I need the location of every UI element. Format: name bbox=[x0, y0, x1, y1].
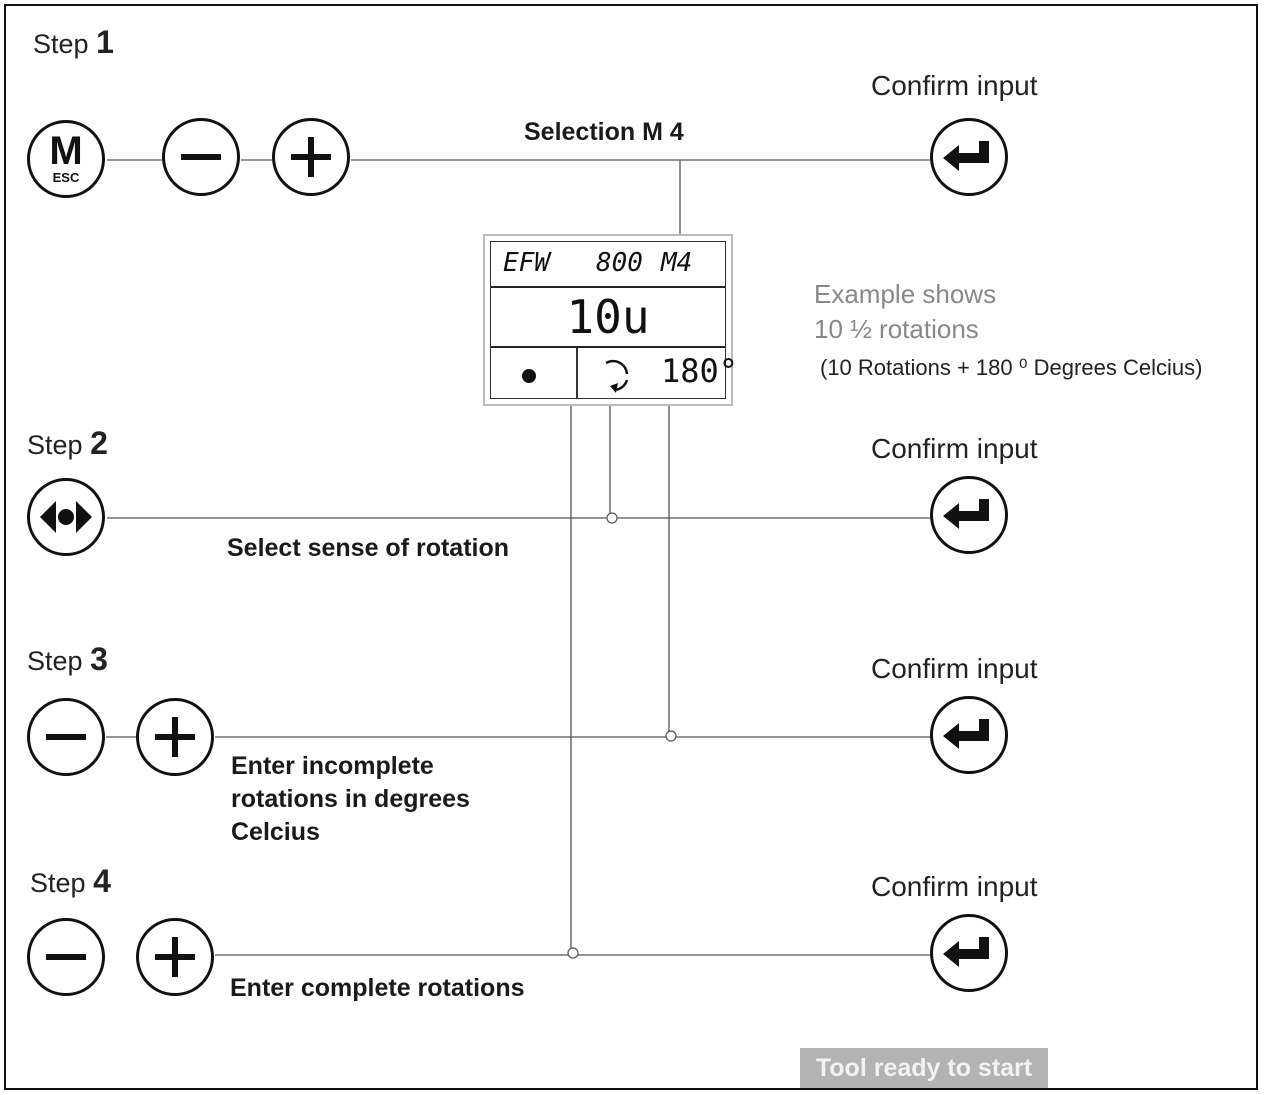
confirm-label-step4: Confirm input bbox=[871, 871, 1038, 902]
step-2-label: Step 2 bbox=[27, 425, 108, 461]
caption-step2: Select sense of rotation bbox=[227, 534, 510, 562]
lcd-display: EFW 800 M4 10u 180° bbox=[483, 234, 738, 406]
enter-arrow-icon bbox=[943, 141, 989, 171]
confirm-label-step3: Confirm input bbox=[871, 653, 1038, 684]
minus-button-step3[interactable] bbox=[27, 698, 105, 776]
lcd-main-value: 10u bbox=[491, 288, 725, 348]
step-1-label: Step 1 bbox=[33, 24, 114, 60]
plus-button-step3[interactable] bbox=[136, 698, 214, 776]
caption-step1: Selection M 4 bbox=[524, 118, 684, 146]
minus-button-step1[interactable] bbox=[162, 118, 240, 196]
direction-toggle-icon bbox=[40, 501, 92, 533]
lcd-separator bbox=[576, 348, 578, 398]
enter-button-step2[interactable] bbox=[930, 476, 1008, 554]
minus-icon bbox=[46, 734, 86, 740]
tool-ready-badge: Tool ready to start bbox=[800, 1048, 1048, 1088]
confirm-label-step1: Confirm input bbox=[871, 70, 1038, 101]
enter-arrow-icon bbox=[943, 719, 989, 749]
dot-indicator-icon bbox=[522, 369, 536, 383]
direction-toggle-button[interactable] bbox=[27, 478, 105, 556]
minus-icon bbox=[46, 954, 86, 960]
plus-icon bbox=[155, 717, 195, 757]
example-note: (10 Rotations + 180 ⁰ Degrees Celcius) bbox=[820, 355, 1203, 380]
lcd-header-row: EFW 800 M4 bbox=[491, 242, 725, 288]
example-line-2: 10 ½ rotations bbox=[814, 314, 979, 344]
menu-esc-button[interactable]: M ESC bbox=[27, 120, 105, 198]
lcd-torque-text: 800 bbox=[596, 248, 643, 278]
enter-arrow-icon bbox=[943, 937, 989, 967]
step-4-label: Step 4 bbox=[30, 863, 111, 899]
lcd-mode-text: EFW bbox=[503, 248, 550, 278]
lcd-status-row: 180° bbox=[491, 348, 738, 398]
lcd-degrees-text: 180° bbox=[661, 352, 739, 390]
step-3-label: Step 3 bbox=[27, 641, 108, 677]
diagram-frame bbox=[4, 4, 1258, 1090]
enter-button-step1[interactable] bbox=[930, 118, 1008, 196]
confirm-label-step2: Confirm input bbox=[871, 433, 1038, 464]
plus-icon bbox=[155, 937, 195, 977]
enter-button-step3[interactable] bbox=[930, 696, 1008, 774]
minus-button-step4[interactable] bbox=[27, 918, 105, 996]
m-letter: M bbox=[49, 129, 83, 173]
example-line-1: Example shows bbox=[814, 279, 997, 309]
esc-sublabel: ESC bbox=[52, 170, 80, 185]
plus-button-step4[interactable] bbox=[136, 918, 214, 996]
caption-step4: Enter complete rotations bbox=[230, 974, 525, 1002]
minus-icon bbox=[181, 154, 221, 160]
rotation-direction-icon bbox=[605, 359, 629, 393]
plus-icon bbox=[291, 137, 331, 177]
enter-arrow-icon bbox=[943, 499, 989, 529]
plus-button-step1[interactable] bbox=[272, 118, 350, 196]
lcd-program-text: M4 bbox=[661, 248, 693, 278]
enter-button-step4[interactable] bbox=[930, 914, 1008, 992]
caption-step3: Enter incomplete rotations in degrees Ce… bbox=[231, 752, 470, 846]
